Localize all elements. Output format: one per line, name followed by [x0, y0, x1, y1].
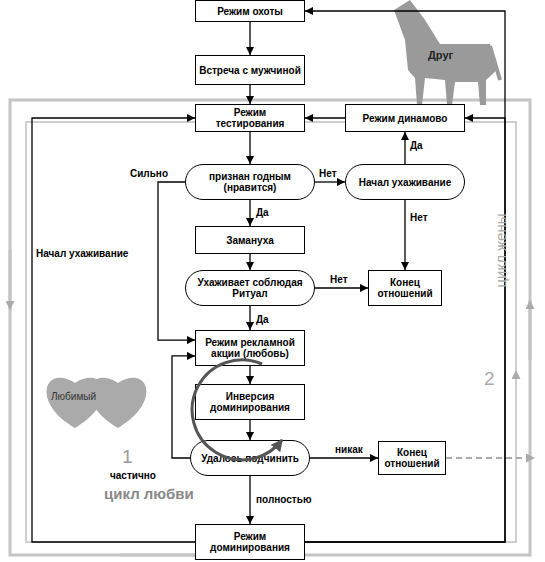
annotation-label: цикл жены — [492, 206, 509, 296]
edge-label: полностью — [256, 494, 311, 506]
annotation-label: Любимый — [51, 391, 96, 402]
flow-arrow — [158, 182, 195, 340]
horse-tail — [490, 46, 500, 80]
node-text: Встреча с мужчиной — [199, 65, 301, 76]
oval-shape — [191, 441, 310, 476]
flow-arrow — [249, 420, 250, 440]
node-text: Удалось подчинить — [201, 453, 299, 464]
edge-label: частично — [110, 470, 156, 482]
process-box: Инверсия доминирования — [195, 384, 305, 420]
oval-shape — [346, 165, 465, 200]
flow-arrow — [172, 356, 195, 458]
edge-label: Да — [410, 140, 423, 152]
process-box: Режим рекламной акции (любовь) — [195, 330, 305, 366]
process-box: Встреча с мужчиной — [195, 55, 305, 85]
flow-arrow — [404, 132, 405, 164]
node-text: признан годным (нравится) — [188, 171, 312, 193]
edge-label: Да — [256, 207, 269, 219]
horse-silhouette — [394, 0, 497, 105]
flow-arrow — [249, 254, 250, 270]
flow-arrow — [249, 366, 250, 384]
flow-arrow — [315, 181, 345, 182]
process-box: Режим динамово — [345, 104, 465, 132]
edge-label: никак — [335, 444, 363, 456]
annotation-label: 2 — [484, 368, 495, 390]
flow-arrow — [32, 118, 195, 542]
annotation-label: Друг — [428, 49, 453, 61]
process-box: Конец отношений — [378, 441, 446, 475]
dashed-arrow — [446, 457, 535, 459]
edge-label: Нет — [410, 212, 428, 224]
process-box: Режим доминирования — [195, 524, 305, 560]
edge-label: Да — [256, 314, 269, 326]
node-text: Конец отношений — [382, 447, 442, 469]
flow-arrow — [249, 132, 250, 164]
edge-label: Начал ухаживание — [36, 248, 128, 260]
node-text: Режим доминирования — [199, 531, 301, 553]
decision-oval: Начал ухаживание — [345, 164, 465, 200]
node-text: Конец отношений — [372, 277, 438, 299]
oval-shape — [186, 271, 315, 306]
annotation-label: цикл любви — [104, 485, 194, 502]
process-box: Режим тестирования — [195, 104, 305, 132]
flow-arrow — [305, 117, 345, 118]
cycle-arrow — [529, 300, 532, 360]
edge-label: Нет — [330, 274, 348, 286]
process-box: Режим охоты — [195, 0, 305, 22]
flow-arrow — [249, 200, 250, 226]
flow-arrow — [249, 85, 250, 104]
decision-oval: Удалось подчинить — [190, 440, 310, 476]
edge-label: Сильно — [130, 168, 168, 180]
flow-arrow — [249, 22, 250, 55]
flow-arrow — [315, 287, 368, 288]
cycle-arrow — [120, 554, 205, 557]
annotation-label: 1 — [122, 446, 133, 468]
edge-label: Нет — [319, 168, 337, 180]
decision-oval: признан годным (нравится) — [185, 164, 315, 200]
decision-oval: Ухаживает соблюдая Ритуал — [185, 270, 315, 306]
node-text: Инверсия доминирования — [199, 391, 301, 413]
cycle-arrow — [515, 370, 517, 420]
love-cycle-loop — [26, 122, 516, 542]
node-text: Режим динамово — [363, 113, 448, 124]
node-text: Режим охоты — [217, 6, 283, 17]
flow-arrow — [305, 11, 505, 542]
flow-arrow — [249, 306, 250, 330]
node-text: Режим рекламной акции (любовь) — [199, 337, 301, 359]
node-text: Режим тестирования — [199, 107, 301, 129]
oval-shape — [186, 165, 315, 200]
flow-arrow — [305, 118, 505, 542]
flow-arrow — [249, 476, 250, 524]
heart-symbol — [90, 378, 147, 428]
node-text: Ухаживает соблюдая Ритуал — [188, 277, 312, 299]
flow-arrow — [310, 457, 378, 458]
flow-arrow — [404, 200, 405, 270]
cycle-arrow — [9, 250, 12, 310]
process-box: Конец отношений — [368, 270, 442, 306]
node-text: Начал ухаживание — [359, 177, 451, 188]
process-box: Замануха — [195, 226, 305, 254]
wife-cycle-loop — [10, 100, 530, 555]
node-text: Замануха — [226, 235, 274, 246]
